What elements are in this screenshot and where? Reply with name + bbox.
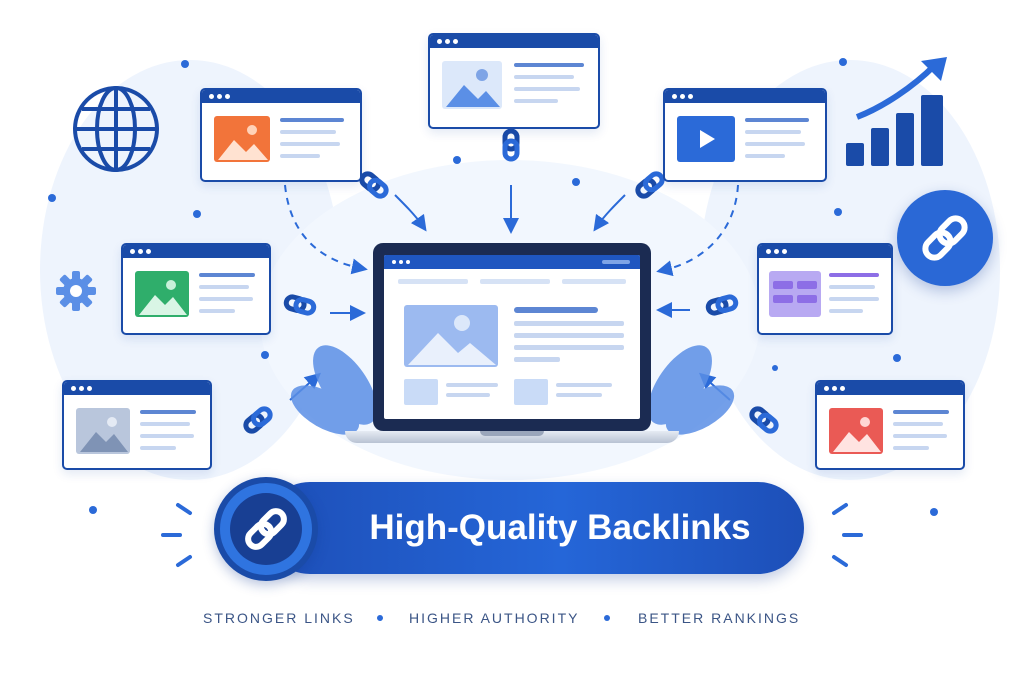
website-card — [815, 380, 965, 470]
gear-icon — [56, 271, 96, 311]
link-badge — [897, 190, 993, 286]
laptop-browser-bar — [384, 255, 640, 269]
image-icon — [829, 408, 883, 454]
website-card — [757, 243, 893, 335]
website-card — [663, 88, 827, 182]
tagline-separator — [604, 615, 610, 621]
chain-link-icon — [749, 406, 778, 433]
chain-link-icon — [635, 171, 664, 198]
chain-link-icon — [505, 131, 517, 159]
layout-thumbnail — [769, 271, 821, 317]
chain-link-icon — [707, 296, 737, 315]
laptop-display — [384, 255, 640, 419]
title-banner — [264, 482, 804, 574]
chain-link-icon — [243, 406, 272, 433]
laptop-notch — [480, 431, 544, 436]
tagline-item: STRONGER LINKS — [203, 610, 355, 626]
website-card — [121, 243, 271, 335]
website-card — [428, 33, 600, 129]
tagline-item: HIGHER AUTHORITY — [409, 610, 580, 626]
image-icon — [404, 305, 498, 367]
laptop-base — [345, 431, 679, 443]
chain-link-icon — [245, 508, 287, 550]
website-card — [62, 380, 212, 470]
image-icon — [135, 271, 189, 317]
chain-link-icon — [359, 171, 388, 198]
tagline-item: BETTER RANKINGS — [638, 610, 801, 626]
image-icon — [442, 61, 502, 109]
growth-chart-icon — [846, 57, 947, 166]
banner-badge — [214, 477, 318, 581]
laptop — [373, 243, 651, 431]
website-card — [200, 88, 362, 182]
tagline-separator — [377, 615, 383, 621]
chain-link-icon — [285, 296, 315, 315]
image-icon — [76, 408, 130, 454]
chain-link-icon — [922, 215, 968, 261]
image-icon — [214, 116, 270, 162]
play-icon — [677, 116, 735, 162]
banner-title: High-Quality Backlinks — [369, 508, 751, 547]
globe-icon — [73, 86, 159, 172]
